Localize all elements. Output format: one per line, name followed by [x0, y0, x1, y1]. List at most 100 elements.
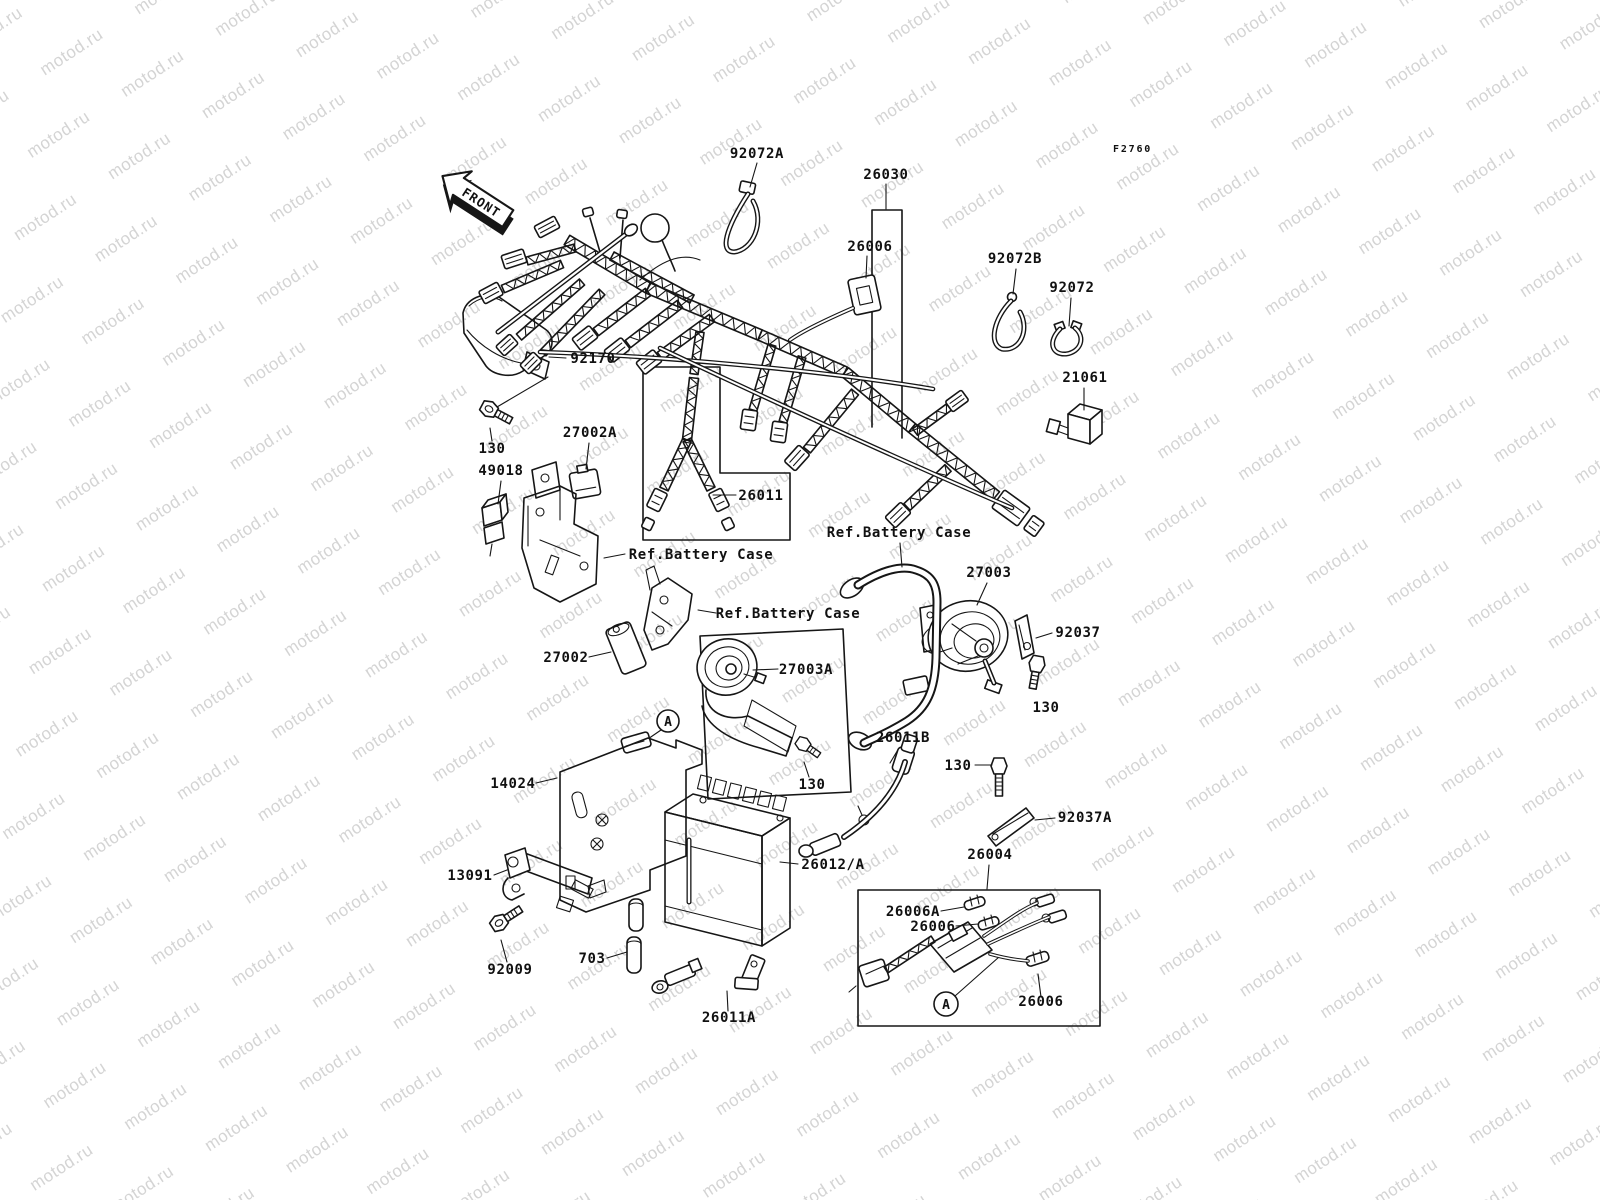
harness-band	[903, 463, 952, 512]
part-label-p26011: 26011	[738, 488, 783, 504]
bolt-92009	[488, 905, 524, 933]
cable-tie-92072B-loop	[991, 298, 1027, 352]
part-label-p27002A: 27002A	[563, 425, 617, 441]
harness-band	[802, 388, 860, 454]
harness-connector	[581, 206, 595, 218]
cable-tie-92072A-loop	[723, 191, 761, 255]
leader-ref_2	[697, 609, 717, 614]
harness-connector	[784, 444, 810, 472]
leader-p92072	[1068, 297, 1072, 327]
battery-case-bracket-1	[521, 461, 599, 603]
part-label-p26006A: 26006A	[886, 904, 940, 920]
part-label-p27003: 27003	[966, 565, 1011, 581]
harness-band	[525, 243, 577, 266]
part-label-p26006_3: 26006	[1018, 994, 1063, 1010]
frame-tube	[853, 563, 942, 748]
bracket-92037	[1014, 614, 1035, 660]
battery-26012	[664, 774, 791, 947]
harness-connector	[1023, 515, 1045, 537]
wiring-harness	[478, 191, 1084, 974]
bracket-92037A	[987, 807, 1035, 847]
harness-connector	[769, 420, 789, 444]
harness-rod	[495, 231, 629, 335]
harness-connector	[640, 516, 656, 532]
fuse-wire	[988, 952, 1030, 963]
harness-connector	[720, 516, 736, 532]
leader-p27003A	[752, 668, 779, 671]
leader-p26006_2	[955, 923, 979, 927]
part-label-p49018: 49018	[478, 463, 523, 479]
leader-ref_3	[899, 542, 903, 568]
harness-band	[563, 234, 1001, 502]
horn-27003A	[696, 638, 797, 757]
harness-connector	[500, 248, 528, 270]
part-label-p26030: 26030	[863, 167, 908, 183]
bolt-130-2	[1028, 654, 1046, 691]
harness-connector	[646, 487, 668, 513]
part-label-ref_2: Ref.Battery Case	[716, 606, 860, 622]
harness-connector	[739, 408, 759, 432]
fuse-wire	[982, 901, 1039, 938]
fuse-26006A-item	[963, 894, 986, 911]
part-label-p92072: 92072	[1049, 280, 1094, 296]
rod-cap	[623, 223, 639, 237]
leader-p13091	[493, 869, 508, 876]
marker-a-2: A	[933, 956, 1000, 1017]
part-label-p130_3: 130	[798, 777, 825, 793]
harness-band	[609, 251, 695, 304]
fuse-26006-item-2	[977, 914, 1000, 931]
part-label-p92072B: 92072B	[988, 251, 1042, 267]
part-label-p92037: 92037	[1055, 625, 1100, 641]
part-label-p130_4: 130	[944, 758, 971, 774]
harness-connector	[945, 389, 969, 413]
diode-49018	[481, 493, 509, 557]
harness-band	[500, 259, 565, 294]
leader-p26006_1	[865, 255, 868, 279]
part-label-p26012A: 26012/A	[801, 857, 864, 873]
leader-p92072B	[1012, 268, 1017, 295]
part-label-p130_1: 130	[478, 441, 505, 457]
front-arrow: FRONT	[441, 170, 515, 236]
horn-stem	[982, 658, 997, 686]
leader-p27002A	[585, 442, 590, 470]
harness-connector	[519, 351, 543, 375]
relay-27002A	[568, 463, 602, 500]
leader-p26012A	[779, 861, 799, 865]
leader-ref_1	[603, 553, 626, 559]
fuse-wire	[788, 306, 855, 342]
relay-21061	[1045, 403, 1103, 445]
harness-connector	[495, 333, 519, 357]
leader-p27003	[976, 582, 988, 606]
bolt-130-1	[478, 400, 514, 425]
harness-band	[592, 287, 652, 337]
harness-band	[515, 278, 586, 341]
leader-p92037A	[1034, 817, 1056, 821]
harness-connector	[708, 487, 730, 513]
part-label-ref_3: Ref.Battery Case	[827, 525, 971, 541]
callout-labels: 92072A260302600692072B920722106192170130…	[447, 146, 1112, 1026]
svg-text:A: A	[942, 998, 950, 1013]
leader-p130_1	[489, 427, 493, 442]
fuse-26006-main	[847, 274, 882, 316]
part-label-p92072A: 92072A	[730, 146, 784, 162]
igniter-27002	[605, 621, 647, 675]
part-label-p26004: 26004	[967, 847, 1012, 863]
bolt-130-4	[990, 757, 1008, 797]
harness-band	[539, 288, 606, 357]
part-label-p21061: 21061	[1062, 370, 1107, 386]
battery-case-bracket-2	[643, 565, 693, 651]
part-label-p92037A: 92037A	[1058, 810, 1112, 826]
leader-p92170	[548, 356, 567, 359]
harness-connector	[884, 501, 912, 529]
fuse-assembly-26004	[848, 893, 1068, 993]
harness-band	[911, 403, 953, 436]
region-bracket-26030	[871, 209, 903, 439]
detail-box-26004	[857, 889, 1101, 1027]
part-label-p27002: 27002	[543, 650, 588, 666]
marker-a-1: A	[620, 709, 680, 754]
part-label-p92009: 92009	[487, 962, 532, 978]
leader-p49018	[497, 480, 502, 505]
bracket-13091	[502, 847, 594, 913]
part-label-p26006_1: 26006	[847, 239, 892, 255]
